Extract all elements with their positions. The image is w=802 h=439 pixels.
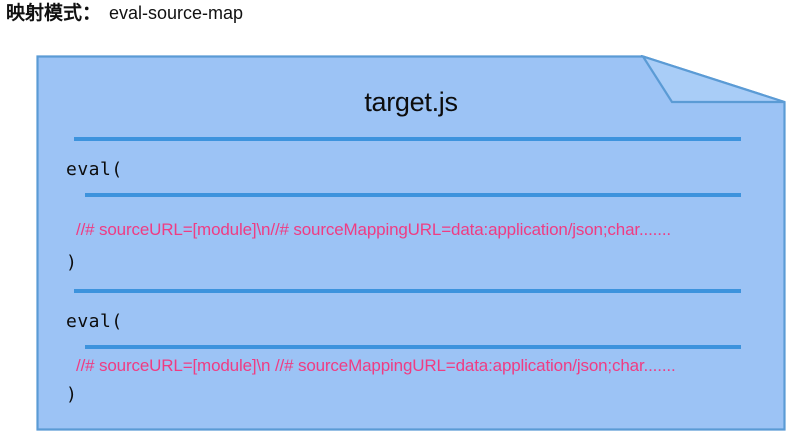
divider-rule-2 [85,193,741,197]
mapping-mode-label: 映射模式： [6,2,102,24]
eval-open-2: eval( [66,311,123,332]
eval-open-1: eval( [66,159,123,180]
document-content: target.js eval( //# sourceURL=[module]\n… [38,57,784,428]
document-body-path [36,55,786,431]
eval-close-2: ) [66,384,77,405]
mapping-mode-header: 映射模式： eval-source-map [6,4,243,23]
eval-close-1: ) [66,252,77,273]
mapping-mode-value: eval-source-map [109,3,244,23]
document-shape [36,55,786,431]
document-fold-path [640,55,785,104]
source-map-comment-1: //# sourceURL=[module]\n//# sourceMappin… [76,220,671,239]
document-title: target.js [364,87,458,117]
divider-rule-1 [74,137,741,141]
divider-rule-4 [85,345,741,349]
source-map-comment-2: //# sourceURL=[module]\n //# sourceMappi… [76,356,676,375]
divider-rule-3 [74,289,741,293]
